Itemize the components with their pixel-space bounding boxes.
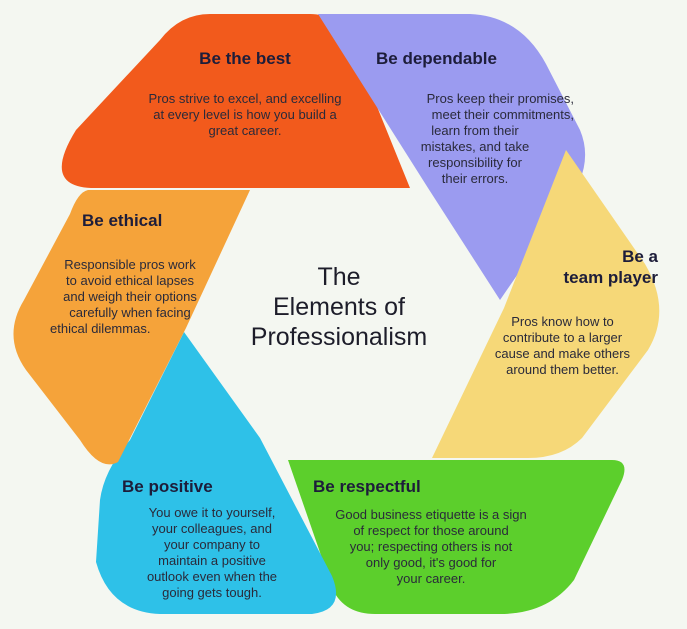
segment-text-line: to avoid ethical lapses xyxy=(66,273,194,288)
segment-shape-team xyxy=(432,150,660,458)
segment-text-line: you; respecting others is not xyxy=(349,539,513,554)
segment-text-line: responsibility for xyxy=(428,155,522,170)
segment-title: Be respectful xyxy=(313,477,421,496)
segment-text-line: your company to xyxy=(163,537,261,552)
segment-shape-positive xyxy=(96,332,337,614)
segment-text-line: at every level is how you build a xyxy=(153,107,337,122)
center-title-line: The xyxy=(317,263,361,291)
segment-text-line: ethical dilemmas. xyxy=(50,321,151,336)
segment-text-line: outlook even when the xyxy=(146,569,278,584)
segment-shape-ethical xyxy=(13,190,251,465)
segment-be-a-team-player: Be a team player Pros know how to contri… xyxy=(480,246,660,378)
segment-text-line: and weigh their options xyxy=(63,289,197,304)
segment-be-the-best: Be the best Pros strive to excel, and ex… xyxy=(140,48,350,139)
segment-title: Be positive xyxy=(122,477,213,496)
segment-text-line: You owe it to yourself, xyxy=(148,505,276,520)
segment-title: Be a xyxy=(622,247,658,266)
center-title: The Elements of Professionalism xyxy=(214,262,464,352)
segment-text-line: carefully when facing xyxy=(69,305,191,320)
segment-text-line: Pros strive to excel, and excelling xyxy=(148,91,342,106)
segment-text-line: their errors. xyxy=(441,171,509,186)
segment-text-line: your colleagues, and xyxy=(152,521,272,536)
center-title-line: Elements of xyxy=(272,293,405,321)
segment-text-line: only good, it's good for xyxy=(365,555,497,570)
segment-text-line: Responsible pros work xyxy=(64,257,196,272)
segment-text-line: of respect for those around xyxy=(353,523,509,538)
segment-be-respectful: Be respectful Good business etiquette is… xyxy=(313,476,553,587)
segment-text-line: contribute to a larger xyxy=(502,330,623,345)
segment-shape-best xyxy=(61,14,411,188)
segment-be-dependable: Be dependable Pros keep their promises, … xyxy=(376,48,576,187)
segment-text-line: going gets tough. xyxy=(162,585,262,600)
segment-shape-respectful xyxy=(288,460,625,614)
segment-text-line: Pros know how to xyxy=(511,314,614,329)
segment-title: team player xyxy=(563,268,659,287)
segment-text-line: meet their commitments, xyxy=(431,107,574,122)
segment-be-ethical: Be ethical Responsible pros work to avoi… xyxy=(42,210,222,337)
segment-title: Be ethical xyxy=(82,211,163,230)
segment-shape-dependable xyxy=(318,14,586,300)
segment-title: Be the best xyxy=(199,49,291,68)
segment-title: Be dependable xyxy=(376,49,497,68)
segment-text-line: mistakes, and take xyxy=(420,139,530,154)
segment-text-line: cause and make others xyxy=(494,346,631,361)
segment-text-line: Pros keep their promises, xyxy=(426,91,574,106)
center-title-line: Professionalism xyxy=(250,323,428,351)
segment-text-line: maintain a positive xyxy=(158,553,266,568)
segment-text-line: great career. xyxy=(208,123,282,138)
segment-text-line: learn from their xyxy=(431,123,519,138)
segment-be-positive: Be positive You owe it to yourself, your… xyxy=(122,476,322,601)
segment-text-line: around them better. xyxy=(506,362,619,377)
segment-text-line: Good business etiquette is a sign xyxy=(335,507,527,522)
segment-text-line: your career. xyxy=(396,571,466,586)
